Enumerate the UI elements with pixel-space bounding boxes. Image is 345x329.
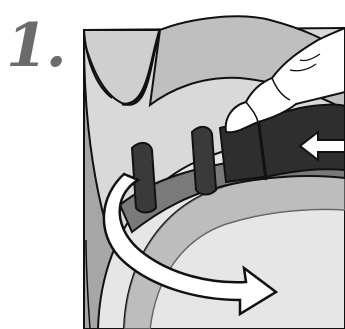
tire-installation-illustration: [0, 0, 345, 329]
instruction-panel: 1.: [0, 0, 345, 329]
